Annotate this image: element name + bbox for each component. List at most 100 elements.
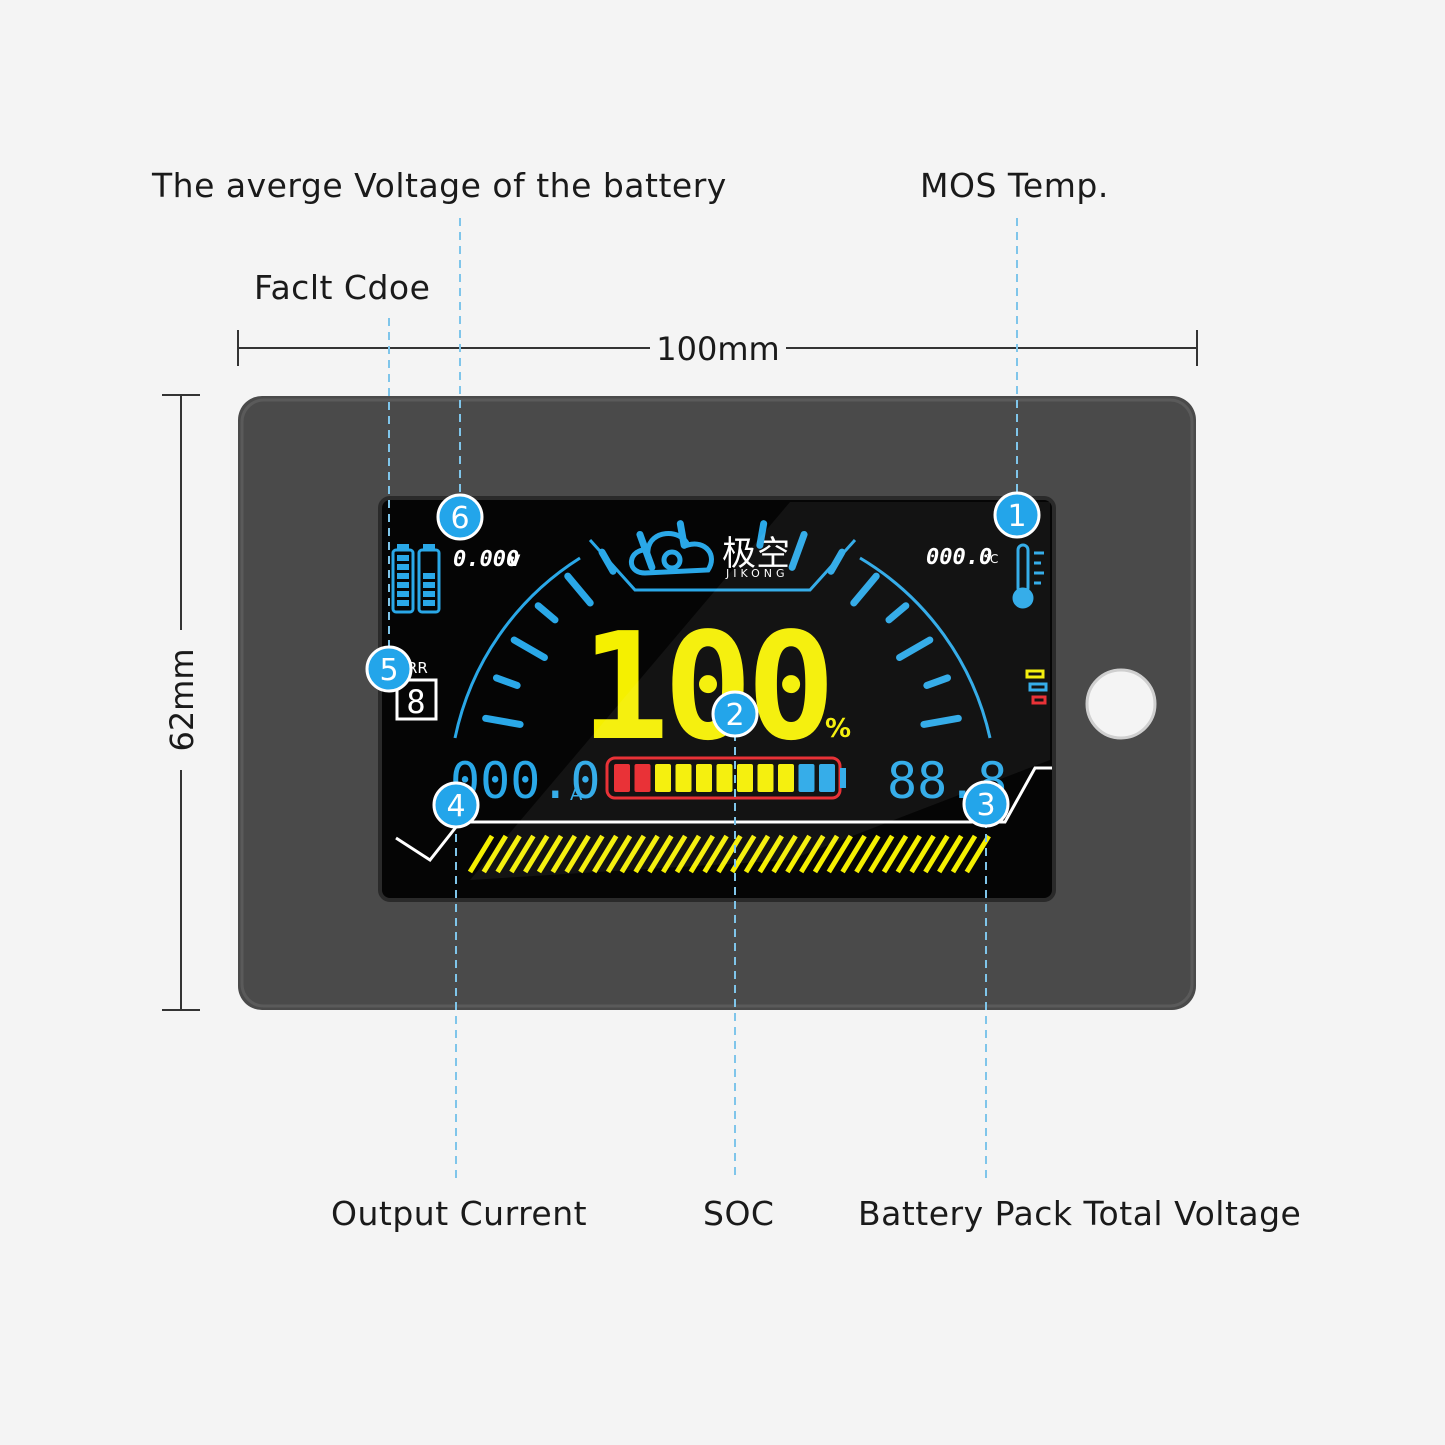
soc-battery-segment (675, 764, 692, 792)
callout-fault-code: Faclt Cdoe (254, 268, 431, 307)
gauge-tick (564, 572, 594, 607)
fault-code-digit: 8 (406, 683, 425, 721)
power-stripe (550, 834, 577, 874)
power-stripe (812, 834, 840, 874)
power-stripe (536, 834, 564, 874)
power-stripe (481, 834, 508, 874)
width-dimension (237, 330, 1198, 366)
svg-text:6: 6 (450, 501, 469, 536)
power-stripe (854, 834, 881, 874)
power-stripe (661, 834, 688, 874)
power-stripe (702, 834, 729, 874)
power-stripe (495, 834, 522, 874)
power-stripe (937, 834, 964, 874)
soc-battery-segment (696, 764, 712, 792)
power-stripe (757, 834, 784, 874)
gauge-tick (756, 520, 768, 549)
gauge-tick (598, 548, 617, 575)
avg-voltage-value: 0.000 (453, 547, 519, 572)
power-stripe (909, 834, 936, 874)
soc-battery-segment (778, 764, 794, 792)
power-stripe (950, 834, 978, 874)
marker-5: 5 (365, 645, 413, 693)
height-dimension (162, 394, 200, 1011)
power-stripe (799, 834, 826, 874)
svg-text:2: 2 (725, 698, 744, 733)
width-dimension-label: 100mm (656, 330, 779, 368)
gauge-right-ticks (756, 520, 962, 728)
thermometer-icon (1012, 543, 1044, 609)
power-stripe (592, 834, 619, 874)
fault-code-box (395, 678, 438, 721)
device-body-edge (240, 398, 1194, 1008)
power-stripe-bar (467, 834, 991, 874)
gauge-tick (896, 636, 934, 661)
callout-output-current: Output Current (331, 1194, 588, 1233)
marker-3: 3 (962, 780, 1010, 828)
marker-6: 6 (436, 493, 484, 541)
callout-total-voltage: Battery Pack Total Voltage (858, 1194, 1302, 1233)
power-stripe (716, 834, 743, 874)
lcd-baseline (395, 766, 1052, 863)
gauge-tick (482, 714, 524, 728)
power-stripe (881, 834, 909, 874)
power-stripe (647, 834, 674, 874)
soc-battery-segment (757, 764, 774, 792)
gauge-tick (492, 674, 521, 689)
soc-battery-bar (605, 756, 846, 800)
power-stripe (826, 834, 853, 874)
marker-2: 2 (711, 690, 759, 738)
screen-glare (470, 502, 1050, 880)
callout-avg-voltage: The averge Voltage of the battery (152, 166, 727, 205)
power-stripe (895, 834, 922, 874)
brand-name-cn: 极空 (722, 534, 790, 574)
status-indicator-icon (1025, 669, 1048, 705)
gauge-tick (827, 548, 846, 575)
gauge-tick (510, 636, 548, 661)
svg-text:3: 3 (976, 788, 995, 823)
cloud-logo-icon (628, 531, 714, 576)
soc-battery-segment (737, 764, 753, 792)
power-stripe (868, 834, 895, 874)
power-stripe (564, 834, 591, 874)
leader-lines (388, 218, 1018, 1180)
svg-text:5: 5 (379, 653, 398, 688)
soc-battery-segment (716, 764, 733, 792)
soc-battery-segment (655, 764, 671, 792)
gauge-tick (923, 674, 952, 689)
marker-4: 4 (432, 781, 480, 829)
brand-name-en: JIKONG (725, 567, 789, 580)
power-button[interactable] (1085, 668, 1157, 740)
soc-battery-segment (819, 764, 835, 792)
power-stripe (633, 834, 660, 874)
gauge-left-ticks (482, 520, 688, 728)
power-stripe (840, 834, 867, 874)
soc-battery-segment (614, 764, 630, 792)
gauge-tick (885, 602, 910, 624)
power-stripe (619, 834, 646, 874)
mos-temp-unit: ℃ (985, 552, 998, 566)
gauge-tick (534, 602, 559, 624)
power-stripe (509, 834, 536, 874)
output-current-unit: A (570, 784, 583, 805)
callout-soc: SOC (703, 1194, 775, 1233)
soc-unit: % (825, 714, 851, 744)
gauge-tick (636, 530, 656, 571)
soc-battery-segments (614, 764, 835, 792)
power-stripe (771, 834, 798, 874)
power-stripe (674, 834, 702, 874)
gauge-tick (920, 714, 962, 728)
power-stripe (785, 834, 812, 874)
gauge-tick (850, 572, 880, 607)
avg-voltage-unit: V (508, 551, 521, 570)
soc-battery-segment (798, 764, 815, 792)
svg-text:4: 4 (446, 789, 465, 824)
power-stripe (578, 834, 605, 874)
power-stripe (688, 834, 715, 874)
power-stripe (743, 834, 771, 874)
marker-1: 1 (993, 491, 1041, 539)
cell-battery-icon (391, 544, 441, 614)
gauge-tick (676, 520, 688, 549)
gauge-tick (788, 530, 808, 571)
soc-battery-segment (634, 764, 651, 792)
